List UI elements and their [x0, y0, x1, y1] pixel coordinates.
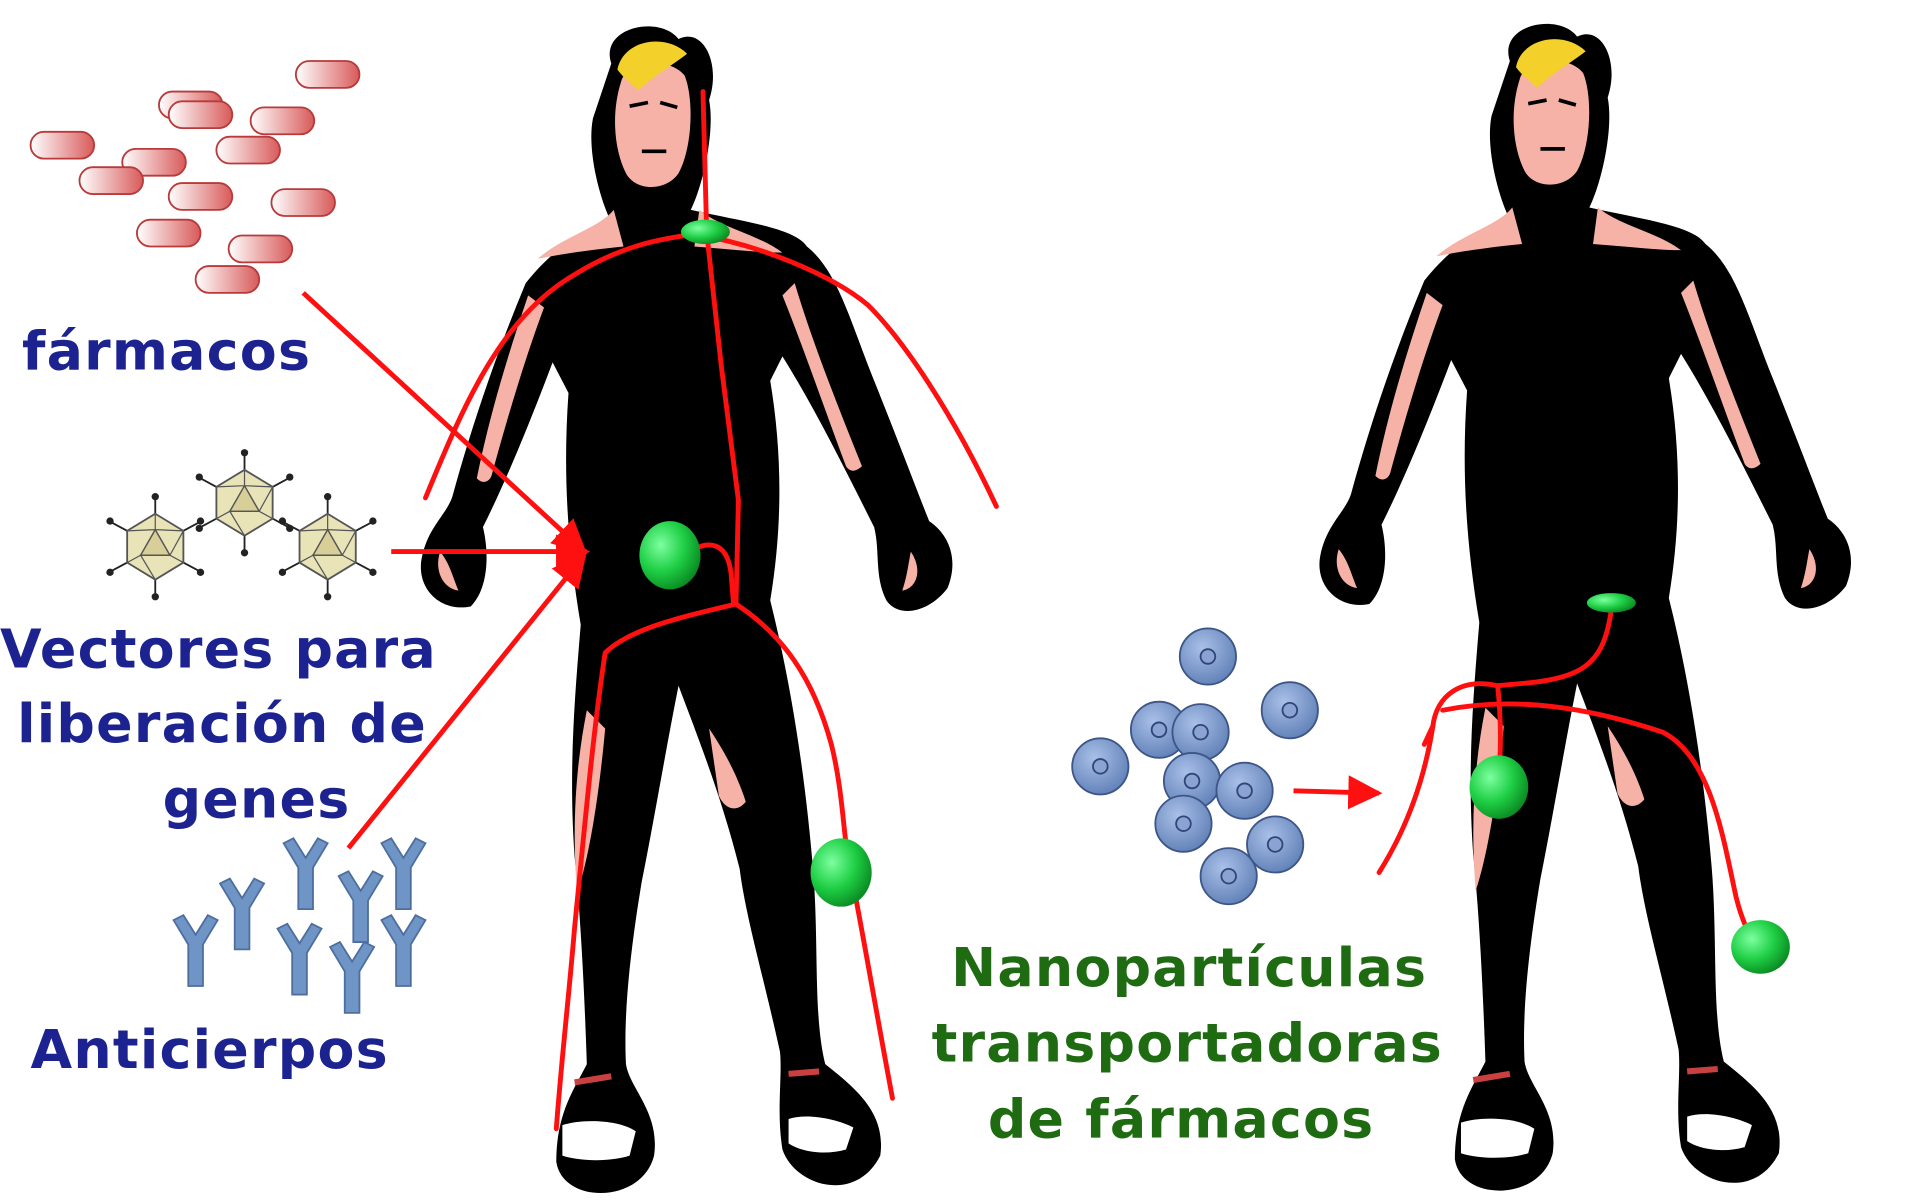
- pill-capsule-icon: [31, 61, 360, 293]
- label-anticuerpos: Anticierpos: [31, 1018, 389, 1081]
- label-vectores-1: Vectores para: [0, 618, 437, 681]
- person-left: [421, 26, 953, 1193]
- target-node-abdomen: [639, 521, 700, 589]
- target-node-neck: [681, 220, 730, 244]
- label-vectores-2: liberación de: [17, 692, 427, 755]
- label-nano-3: de fármacos: [988, 1087, 1375, 1150]
- arrow-right: [1293, 791, 1379, 793]
- cell-nanoparticle-icon: [1072, 628, 1318, 904]
- label-vectores-3: genes: [163, 768, 351, 831]
- label-nano-1: Nanopartículas: [951, 936, 1427, 999]
- label-nano-2: transportadoras: [932, 1012, 1443, 1075]
- icosahedral-virus-icon: [106, 449, 376, 600]
- target-node-knee: [811, 838, 872, 906]
- target-node-calf: [1731, 920, 1790, 974]
- label-farmacos: fármacos: [22, 320, 311, 383]
- target-node-hip: [1587, 593, 1636, 613]
- target-node-thigh: [1470, 755, 1529, 818]
- y-antibody-icon: [174, 838, 426, 1013]
